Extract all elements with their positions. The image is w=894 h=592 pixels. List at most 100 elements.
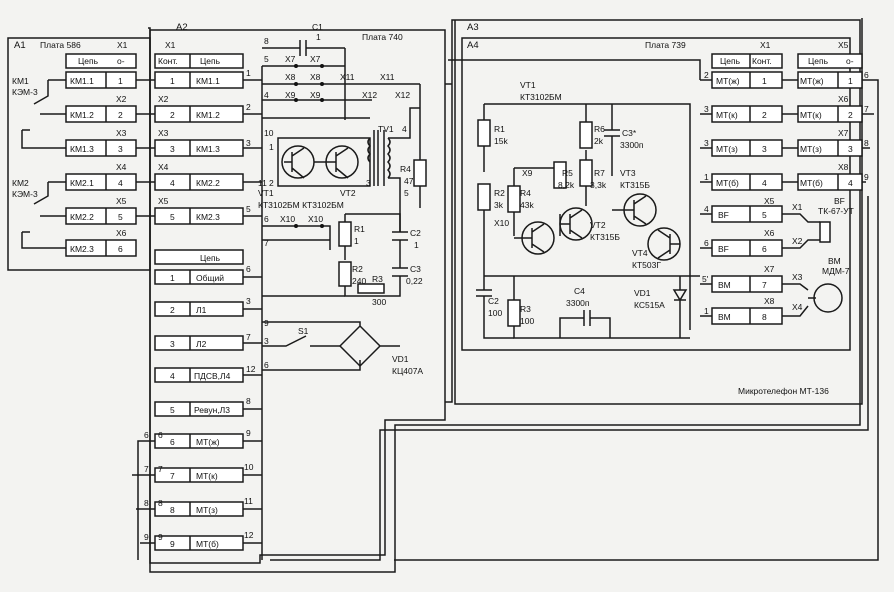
a4-r1 xyxy=(477,119,491,147)
a2-bottom-out: 8 xyxy=(246,396,251,406)
a2-bottom-header-label: Цепь xyxy=(200,253,221,263)
a2-row-circuit: КМ2.3 xyxy=(196,212,220,222)
block-board-a2: Плата 740 xyxy=(362,32,403,42)
a4-r2-val: 3k xyxy=(494,200,504,210)
block-label-a3: A3 xyxy=(467,22,479,33)
a4-vt2-type: КТ315Б xyxy=(590,232,620,242)
block-label-a2: A2 xyxy=(176,22,188,33)
a4-row-circuit: BF xyxy=(718,244,729,254)
a4-r5-label: R5 xyxy=(562,168,573,178)
a4-c2-label: C2 xyxy=(488,296,499,306)
a2-row-pin: 4 xyxy=(170,178,175,188)
x5-row-circuit: МТ(б) xyxy=(800,178,823,188)
a1-x-label: X6 xyxy=(116,228,127,238)
a1-row-pin: 4 xyxy=(118,178,123,188)
a2-bottom-pin: 1 xyxy=(170,273,175,283)
bm-x3: X3 xyxy=(792,272,803,282)
x5-col-circuit: Цепь xyxy=(808,56,829,66)
a2-bottom-out: 11 xyxy=(244,496,253,506)
a4-row-pin: 6 xyxy=(762,244,767,254)
a2-r2-label: R2 xyxy=(352,264,363,274)
a4-c4-val: 3300п xyxy=(566,298,590,308)
a1-row-circuit: КМ2.3 xyxy=(70,244,94,254)
a2-row-out: 3 xyxy=(246,138,251,148)
a2-row-pin: 3 xyxy=(170,144,175,154)
a4-row-side: 1 xyxy=(704,306,709,316)
a2-row-out: 2 xyxy=(246,102,251,112)
bf-earpiece xyxy=(819,221,831,243)
a4-r1-label: R1 xyxy=(494,124,505,134)
a4-connector: X1 Цепь Конт. МТ(ж) 1 2 МТ(к) 2 3 МТ(з) … xyxy=(700,40,798,325)
a2-num: 6 xyxy=(264,360,269,370)
a4-r3-val: 100 xyxy=(520,316,534,326)
a1-row-circuit: КМ1.3 xyxy=(70,144,94,154)
a4-vt4-type: КТ503Г xyxy=(632,260,661,270)
x5-row-pin: 3 xyxy=(848,144,853,154)
a2-row-out: 5 xyxy=(246,204,251,214)
a2-vd1: VD1 xyxy=(392,354,409,364)
a1-km1-type: КЭМ-3 xyxy=(12,87,38,97)
a4-r5-val: 8,2k xyxy=(558,180,575,190)
a1-row-pin: 5 xyxy=(118,212,123,222)
a1-row-circuit: КМ1.1 xyxy=(70,76,94,86)
x5-row-circuit: МТ(к) xyxy=(800,110,822,120)
a1-row-circuit: КМ2.1 xyxy=(70,178,94,188)
a2-r1 xyxy=(338,221,352,247)
a2-x1: X1 xyxy=(165,40,176,50)
a2-num: 9 xyxy=(264,318,269,328)
block-label-a4: A4 xyxy=(467,40,479,51)
a4-c3-val: 3300п xyxy=(620,140,644,150)
a4-vt1-type: КТ3102БМ xyxy=(520,92,562,102)
a2-r3-label: R3 xyxy=(372,274,383,284)
a1-km2-type: КЭМ-3 xyxy=(12,189,38,199)
x5-label: X5 xyxy=(838,40,849,50)
a2-bottom-circuit: Л2 xyxy=(196,339,207,349)
a4-row-side: 2 xyxy=(704,70,709,80)
a2-row-out: 1 xyxy=(246,68,251,78)
a4-c3-label: C3* xyxy=(622,128,637,138)
a4-vt3-type: КТ315Б xyxy=(620,180,650,190)
x5-row-pin: 1 xyxy=(848,76,853,86)
a4-vt4: VT4 xyxy=(632,248,648,258)
a4-r2-label: R2 xyxy=(494,188,505,198)
a4-x9: X9 xyxy=(522,168,533,178)
a2-num: 8 xyxy=(264,36,269,46)
a4-row-circuit: МТ(б) xyxy=(716,178,739,188)
a4-row-pin: 1 xyxy=(762,76,767,86)
a2-bottom-circuit: МТ(з) xyxy=(196,505,218,515)
a2-row-circuit: КМ1.3 xyxy=(196,144,220,154)
a2-left-num-b: 9 xyxy=(158,532,163,542)
a4-r6-val: 2k xyxy=(594,136,604,146)
a2-num: 2 xyxy=(269,178,274,188)
a2-bottom-circuit: МТ(к) xyxy=(196,471,218,481)
a4-r3-label: R3 xyxy=(520,304,531,314)
a4-row-circuit: ВМ xyxy=(718,312,731,322)
bf-label: BF xyxy=(834,196,845,206)
x5-row-pin: 2 xyxy=(848,110,853,120)
x5-x-label: X7 xyxy=(838,128,849,138)
a4-r4-label: R4 xyxy=(520,188,531,198)
x5-header xyxy=(797,53,863,69)
a2-num: 3 xyxy=(264,336,269,346)
a4-row-pin: 5 xyxy=(762,210,767,220)
a4-vt3: VT3 xyxy=(620,168,636,178)
a4-x1: X1 xyxy=(760,40,771,50)
x5-row-right: 9 xyxy=(864,172,869,182)
a1-row-pin: 2 xyxy=(118,110,123,120)
a4-vt2: VT2 xyxy=(590,220,606,230)
a2-x-label: X4 xyxy=(158,162,169,172)
a4-row-circuit: BF xyxy=(718,210,729,220)
a2-top-connector: X1 Конт. Цепь 1 КМ1.1 1 2 КМ1.2 2 3 КМ1.… xyxy=(154,40,267,225)
a4-r6-label: R6 xyxy=(594,124,605,134)
a1-row-circuit: КМ2.2 xyxy=(70,212,94,222)
a4-c2-val: 100 xyxy=(488,308,502,318)
x5-row-circuit: МТ(ж) xyxy=(800,76,824,86)
a2-x11: X11 xyxy=(340,72,355,82)
a2-bottom-out: 12 xyxy=(244,530,254,540)
a4-circuit: VT1 КТ3102БМ R1 15k R2 3k R4 43k X9 X10 … xyxy=(476,80,700,339)
a2-c2-label: C2 xyxy=(410,228,421,238)
a4-r5 xyxy=(553,161,567,189)
a2-bottom-out: 12 xyxy=(246,364,256,374)
a1-connector: X1 Цепь o- КМ1.1 1 КМ1.2 2 КМ1.3 3 КМ2.1… xyxy=(12,40,160,257)
